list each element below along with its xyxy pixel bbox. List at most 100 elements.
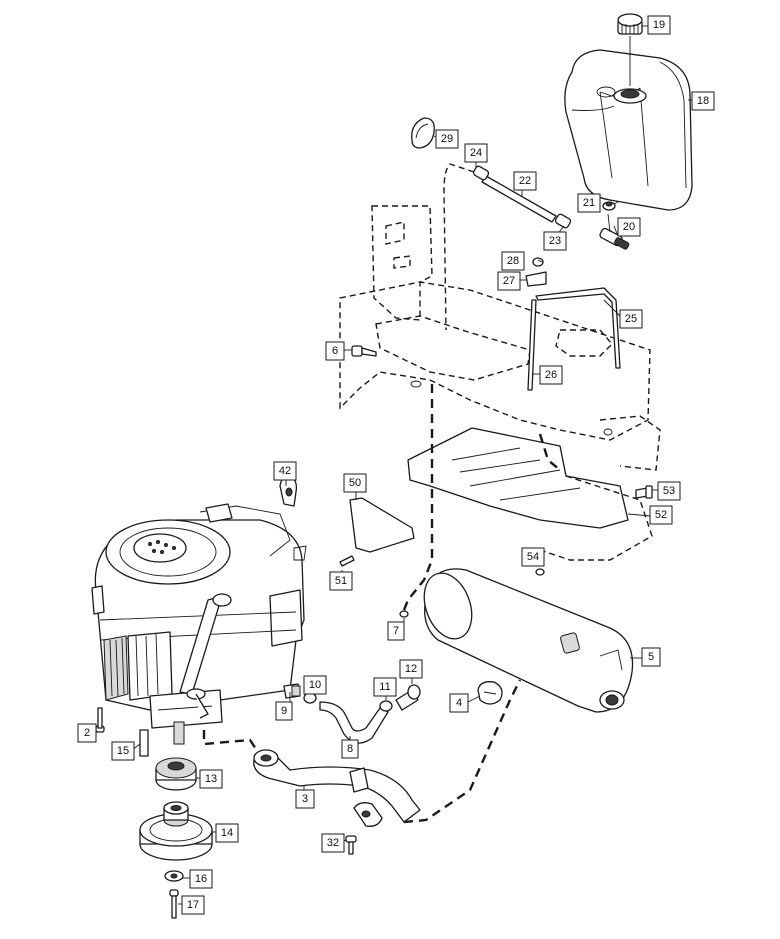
exhaust-pipe xyxy=(253,749,421,827)
fuel-shutoff-valve xyxy=(599,213,630,250)
frame-dashed xyxy=(339,205,661,471)
fuel-cap xyxy=(617,13,643,35)
callout-52: 52 xyxy=(649,505,673,525)
callout-18: 18 xyxy=(691,91,715,111)
callout-9: 9 xyxy=(275,701,293,721)
svg-text:54: 54 xyxy=(527,551,539,563)
callout-10: 10 xyxy=(303,675,327,695)
callout-26: 26 xyxy=(539,365,563,385)
svg-text:29: 29 xyxy=(441,133,453,145)
bolt-6 xyxy=(351,345,377,357)
svg-text:15: 15 xyxy=(117,745,129,757)
svg-text:24: 24 xyxy=(470,147,482,159)
svg-text:51: 51 xyxy=(335,575,347,587)
clamp-11 xyxy=(379,700,393,712)
svg-text:9: 9 xyxy=(281,705,287,717)
callout-3: 3 xyxy=(295,789,315,809)
fuel-line xyxy=(472,165,572,229)
assembly-paths xyxy=(202,384,561,824)
key-15 xyxy=(139,729,149,757)
hose-8 xyxy=(319,701,389,744)
svg-text:3: 3 xyxy=(302,793,308,805)
svg-text:19: 19 xyxy=(653,19,665,31)
svg-text:28: 28 xyxy=(507,255,519,267)
control-rod-lower xyxy=(527,299,537,391)
callout-7: 7 xyxy=(387,621,405,641)
fitting-12 xyxy=(395,684,421,711)
callout-25: 25 xyxy=(619,309,643,329)
pulley-14 xyxy=(139,801,213,861)
callout-14: 14 xyxy=(215,823,239,843)
svg-text:22: 22 xyxy=(519,175,531,187)
svg-text:50: 50 xyxy=(349,477,361,489)
pulley-13 xyxy=(155,757,197,791)
svg-text:21: 21 xyxy=(583,197,595,209)
nut-clip xyxy=(525,257,547,287)
svg-text:6: 6 xyxy=(332,345,338,357)
callout-24: 24 xyxy=(464,143,488,163)
heat-shield xyxy=(407,427,653,561)
callout-2: 2 xyxy=(77,723,97,743)
callout-27: 27 xyxy=(497,271,521,291)
callout-13: 13 xyxy=(199,769,223,789)
callout-29: 29 xyxy=(435,129,459,149)
tank-grommet xyxy=(602,201,616,211)
svg-text:8: 8 xyxy=(347,743,353,755)
svg-text:42: 42 xyxy=(279,465,291,477)
hose-clip xyxy=(411,117,435,149)
svg-text:11: 11 xyxy=(379,681,390,693)
bolt-32 xyxy=(345,835,357,855)
washer-16 xyxy=(164,870,184,882)
fuel-tank xyxy=(564,49,693,211)
callout-11: 11 xyxy=(373,677,397,697)
screw-51 xyxy=(339,555,355,567)
callout-51: 51 xyxy=(329,571,353,591)
callout-5: 5 xyxy=(641,647,661,667)
control-rod xyxy=(535,287,621,369)
svg-text:52: 52 xyxy=(655,509,667,521)
callout-50: 50 xyxy=(343,473,367,493)
svg-text:18: 18 xyxy=(697,95,709,107)
callout-21: 21 xyxy=(577,193,601,213)
callout-15: 15 xyxy=(111,741,135,761)
callout-6: 6 xyxy=(325,341,345,361)
svg-text:53: 53 xyxy=(663,485,675,497)
callout-32: 32 xyxy=(321,833,345,853)
svg-text:17: 17 xyxy=(187,899,199,911)
svg-text:10: 10 xyxy=(309,679,321,691)
svg-text:32: 32 xyxy=(327,837,339,849)
callout-20: 20 xyxy=(617,217,641,237)
svg-text:2: 2 xyxy=(84,727,90,739)
callout-53: 53 xyxy=(657,481,681,501)
fuel-line-path xyxy=(443,163,475,331)
exhaust-clamp xyxy=(477,681,503,705)
leader-lines xyxy=(96,25,692,905)
callout-28: 28 xyxy=(501,251,525,271)
svg-text:26: 26 xyxy=(545,369,557,381)
callout-42: 42 xyxy=(273,461,297,481)
svg-text:23: 23 xyxy=(549,235,561,247)
svg-text:13: 13 xyxy=(205,773,217,785)
callout-8: 8 xyxy=(341,739,359,759)
svg-text:20: 20 xyxy=(623,221,635,233)
callout-23: 23 xyxy=(543,231,567,251)
callout-12: 12 xyxy=(399,659,423,679)
bolt-17 xyxy=(169,889,179,919)
callout-22: 22 xyxy=(513,171,537,191)
callout-17: 17 xyxy=(181,895,205,915)
svg-text:12: 12 xyxy=(405,663,417,675)
callout-4: 4 xyxy=(449,693,469,713)
nut-54 xyxy=(535,568,545,576)
callout-54: 54 xyxy=(521,547,545,567)
svg-text:5: 5 xyxy=(648,651,654,663)
svg-text:7: 7 xyxy=(393,625,399,637)
svg-text:16: 16 xyxy=(195,873,207,885)
muffler xyxy=(423,568,634,713)
fitting-9 xyxy=(283,683,301,699)
callout-19: 19 xyxy=(647,15,671,35)
svg-text:25: 25 xyxy=(625,313,637,325)
bolt-53 xyxy=(635,485,653,499)
svg-text:27: 27 xyxy=(503,275,515,287)
small-shield xyxy=(349,497,415,553)
